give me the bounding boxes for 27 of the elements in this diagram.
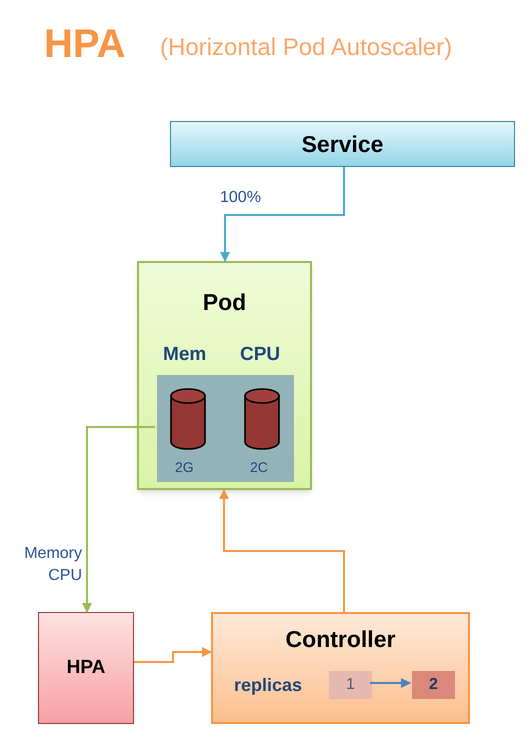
node-title: Service	[302, 130, 384, 159]
resource-panel	[157, 375, 294, 482]
replica-count-box	[412, 671, 455, 699]
node-title: HPA	[66, 656, 106, 680]
node-title: 2	[429, 675, 438, 695]
replicas-label: replicas	[234, 674, 302, 697]
title: HPA	[44, 21, 126, 68]
node-title: Pod	[202, 288, 246, 317]
arrow	[82, 426, 155, 613]
resource-value: 2C	[250, 458, 268, 477]
arrow	[220, 167, 345, 262]
resource-value: 2G	[175, 458, 194, 477]
replica-count-box	[329, 671, 372, 699]
pod-box	[137, 261, 312, 490]
resource-label: Mem	[163, 343, 206, 367]
memory-cylinder	[170, 388, 206, 450]
arrow	[370, 678, 411, 688]
service-box	[170, 121, 515, 167]
node-title: Controller	[286, 625, 396, 654]
cpu-cylinder	[244, 388, 280, 450]
arrow	[219, 489, 345, 612]
hpa-box	[38, 612, 134, 724]
subtitle: (Horizontal Pod Autoscaler)	[160, 33, 452, 63]
controller-box	[211, 612, 470, 724]
resource-label: CPU	[240, 343, 280, 367]
node-title: 1	[346, 675, 355, 695]
arrow	[134, 647, 212, 663]
